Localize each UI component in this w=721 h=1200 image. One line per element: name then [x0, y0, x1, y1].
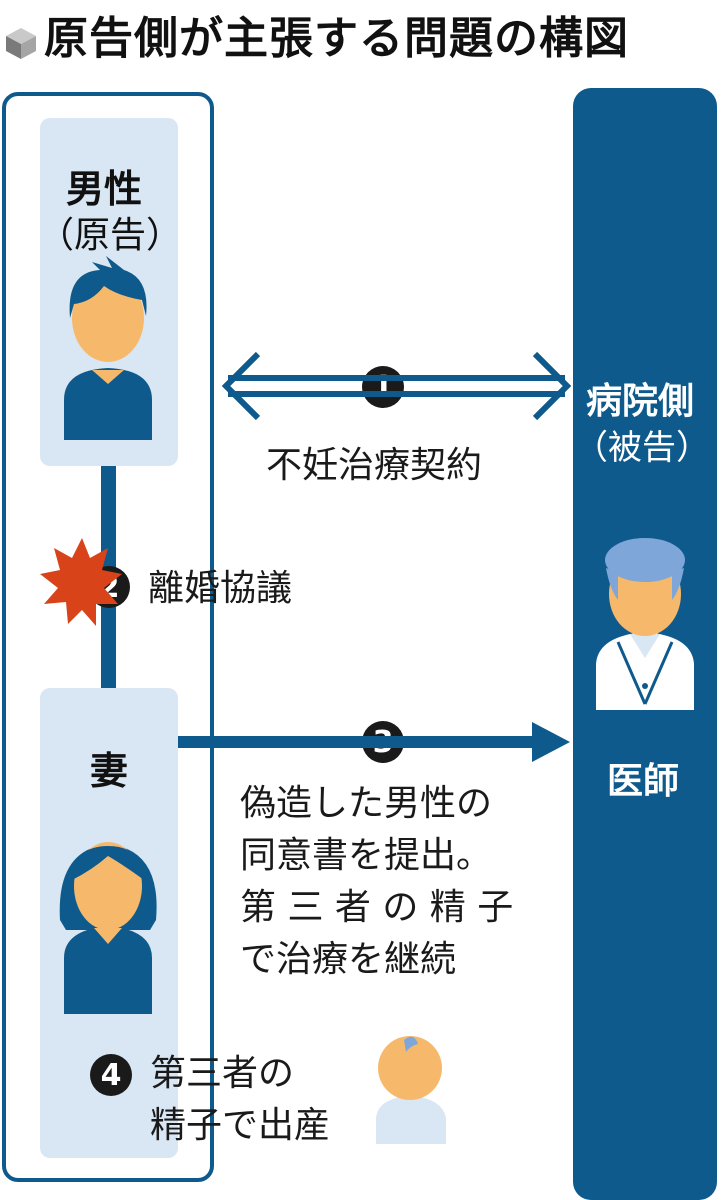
doctor-figure-icon	[596, 538, 694, 710]
wife-to-doctor-arrow	[178, 722, 570, 762]
plaintiff-side-frame	[2, 92, 214, 1182]
step-4-text-line-1: 第三者の	[150, 1053, 295, 1094]
hospital-role: （被告）	[574, 428, 710, 468]
diagram-title: 原告側が主張する問題の構図	[44, 13, 629, 64]
step-3-text-line-4: で治療を継続	[240, 939, 457, 980]
doctor-label: 医師	[607, 761, 680, 802]
step-1-text: 不妊治療契約	[266, 445, 483, 486]
conflict-burst-icon	[40, 538, 122, 626]
cube-icon	[6, 28, 36, 59]
step-3-text-line-2: 同意書を提出。	[240, 835, 493, 876]
man-figure-icon	[64, 256, 152, 440]
step-3-text-line-3: 第 三 者 の 精 子	[240, 887, 514, 928]
man-name: 男性	[66, 167, 143, 211]
contract-double-arrow	[221, 351, 572, 421]
man-role: （原告）	[38, 215, 183, 256]
wife-name: 妻	[90, 749, 129, 793]
step-2-text: 離婚協議	[148, 568, 293, 609]
step-3-text-line-1: 偽造した男性の	[240, 783, 493, 824]
baby-figure-icon	[376, 1036, 446, 1144]
wife-figure-icon	[59, 842, 157, 1014]
hospital-name: 病院側	[586, 381, 695, 422]
step-4-badge: 4	[90, 1054, 132, 1096]
step-4-text-line-2: 精子で出産	[150, 1105, 331, 1146]
